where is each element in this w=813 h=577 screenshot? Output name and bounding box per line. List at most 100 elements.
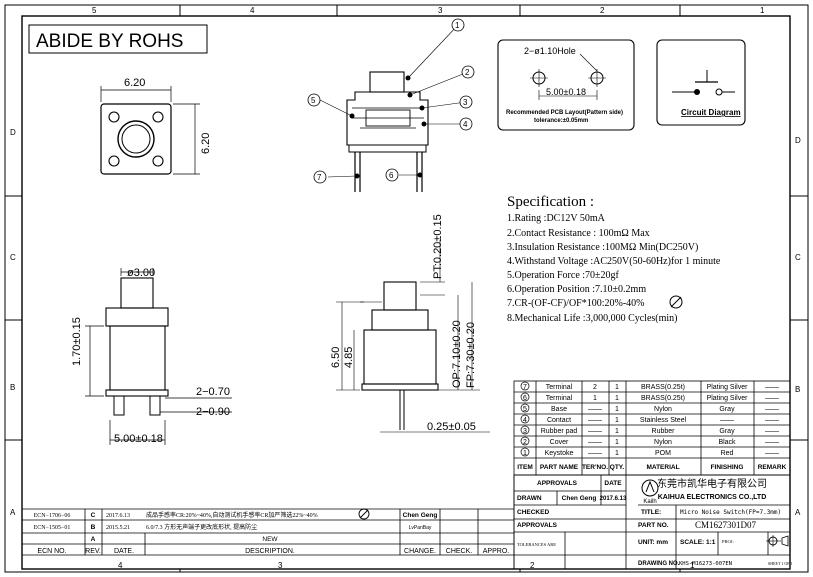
bom-item-number: 2 [523, 439, 527, 446]
operating-position-dim: OP:7.10±0.20 [451, 320, 463, 388]
pcb-hole-label: 2−ø1.10Hole [524, 46, 576, 56]
rev-letter: C [91, 512, 96, 519]
bom-material: BRASS(0.25t) [641, 384, 685, 391]
balloon-6: 6 [389, 171, 394, 180]
title-block [513, 474, 791, 570]
tb-scale-label: SCALE: 1:1 [680, 539, 716, 546]
side-diameter-dim: ø3.00 [127, 267, 155, 279]
pcb-layout-box [497, 39, 635, 131]
bom-part-name: Cover [550, 439, 569, 446]
front-view [336, 240, 490, 433]
spec-title: Specification : [507, 194, 594, 210]
pcb-tolerance: tolerance:±0.05mm [534, 118, 588, 124]
tb-title-label: TITLE: [641, 509, 661, 516]
spec-line-7: 7.CR-(OF-CF)/OF*100:20%-40% [507, 298, 645, 309]
balloon-4: 4 [463, 120, 468, 129]
bom-material: Stainless Steel [640, 417, 687, 424]
balloons [307, 18, 475, 184]
rev-letter: A [91, 536, 96, 543]
rev-ecn-no: ECN−1706−06 [34, 513, 71, 519]
rohs-title: ABIDE BY ROHS [36, 31, 183, 52]
bom-qty: 1 [615, 439, 619, 446]
bom-item-balloon [520, 381, 530, 391]
bom-item-number: 1 [523, 450, 527, 457]
bom-qty: 1 [615, 406, 619, 413]
zone-col-3: 3 [438, 6, 443, 15]
bom-material: BRASS(0.25t) [641, 395, 685, 402]
rev-change-by: LvPanBay [409, 525, 432, 531]
zone-row-A: A [10, 508, 16, 517]
rev-description: 6.0/7.3 方形无声端子更改底形状, 提高防尘 [146, 523, 257, 531]
kailh-logo-icon [641, 479, 659, 497]
bom-item-balloon [520, 403, 530, 413]
spec-line-3: 3.Insulation Resistance :100MΩ Min(DC250… [507, 242, 698, 253]
section-view [319, 24, 469, 192]
tb-approvals-label: APPROVALS [537, 480, 578, 487]
zone-col-2: 2 [600, 6, 605, 15]
bom-part-name: Base [551, 406, 567, 413]
rev-header-description: DESCRIPTION. [245, 548, 295, 555]
bom-header-cell: ITEM [517, 464, 533, 471]
bom-header-cell: FINISHING [711, 464, 744, 471]
bom-material: Nylon [654, 406, 672, 413]
bom-item-number: 5 [523, 406, 527, 413]
rev-header-date: DATE. [114, 548, 134, 555]
bom-material: POM [655, 450, 671, 457]
top-view [100, 86, 200, 175]
bom-header-cell: MATERIAL [646, 464, 679, 471]
bom-finishing: Gray [719, 406, 735, 413]
spec-line-1: 1.Rating :DC12V 50mA [507, 213, 606, 224]
bom-terminal-no: —— [588, 450, 602, 457]
zone-row-B: B [10, 383, 15, 392]
bom-finishing: Black [718, 439, 736, 446]
top-height-dim: 6.20 [200, 133, 212, 154]
zone-col-5: 5 [92, 6, 97, 15]
rev-header-check: CHECK. [446, 548, 473, 555]
balloon-5: 5 [311, 96, 316, 105]
zone-col-bottom-3: 3 [278, 561, 283, 570]
bom-item-number: 6 [523, 395, 527, 402]
outer-border [4, 4, 809, 573]
tb-drawing-no: KHS-M16273-007EN [679, 561, 732, 567]
side-height-dim: 1.70±0.15 [71, 317, 83, 366]
rev-letter: B [91, 524, 96, 531]
bom-finishing: Gray [719, 428, 735, 435]
bom-remark: —— [765, 439, 779, 446]
balloon-3: 3 [463, 98, 468, 107]
spec-line-4: 4.Withstand Voltage :AC250V(50-60Hz)for … [507, 256, 721, 267]
pcb-caption: Recommended PCB Layout(Pattern side) [506, 110, 623, 116]
rev-date: 2015.5.21 [106, 525, 130, 531]
tb-sheet: SHEET 1 OF 1 [768, 561, 792, 566]
bom-part-name: Keystoke [545, 450, 574, 457]
bom-qty: 1 [615, 384, 619, 391]
rev-header-rev: REV. [85, 548, 101, 555]
bom-remark: —— [765, 395, 779, 402]
tb-tolerances-label: TOLERANCES ARE [517, 542, 556, 547]
cr-symbol-rev-icon [358, 508, 370, 520]
bom-qty: 1 [615, 417, 619, 424]
bom-finishing: Red [721, 450, 734, 457]
bom-item-balloon [520, 436, 530, 446]
balloon-7: 7 [317, 173, 322, 182]
bom-item-balloon [520, 425, 530, 435]
height-dim-1: 6.50 [330, 347, 342, 368]
bom-terminal-no: —— [588, 406, 602, 413]
balloon-1: 1 [455, 21, 460, 30]
zone-col-4: 4 [250, 6, 255, 15]
bom-part-name: Terminal [546, 384, 573, 391]
rev-description: 成品手感率CR:20%~40%,自动测试机手感率CR加严筛选22%~40% [146, 511, 318, 519]
tb-proj-label: PROJ: [722, 539, 734, 544]
zone-row-right-A: A [795, 508, 801, 517]
tb-approvals2-label: APPROVALS [517, 522, 558, 529]
revision-table [22, 475, 515, 569]
bom-material: Rubber [652, 428, 676, 435]
zone-col-bottom-2: 2 [530, 561, 535, 570]
bom-remark: —— [765, 417, 779, 424]
zone-col-1: 1 [760, 6, 765, 15]
bom-material: Nylon [654, 439, 672, 446]
balloon-2: 2 [465, 68, 470, 77]
lead-thickness-dim: 0.25±0.05 [427, 421, 476, 433]
bom-item-number: 4 [523, 417, 527, 424]
pretravel-dim: PT:0.20±0.15 [432, 214, 444, 279]
zone-row-C: C [10, 253, 16, 262]
